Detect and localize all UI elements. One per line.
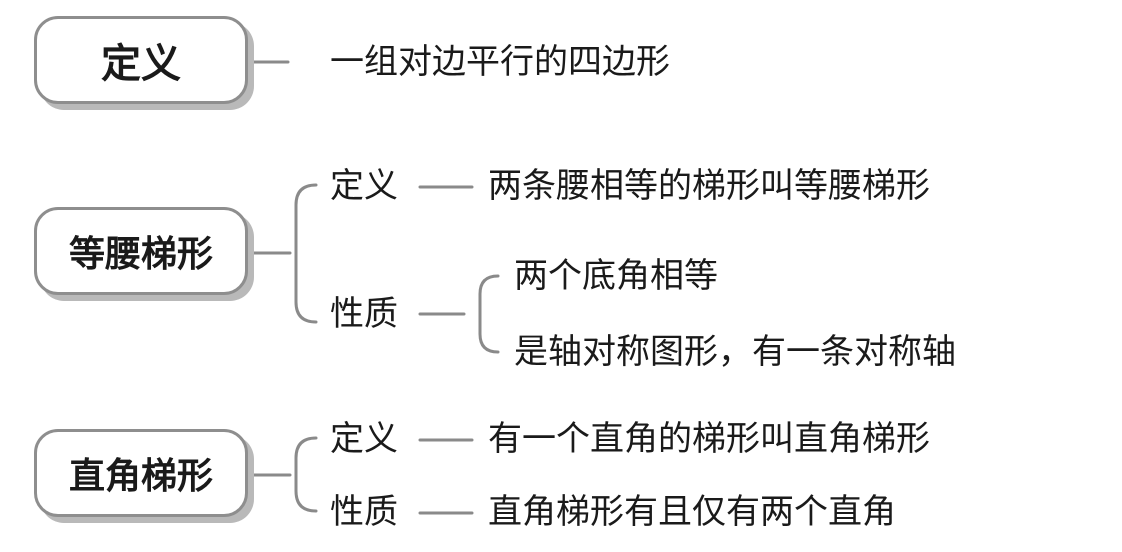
parallelogram-definition-box: 定义 xyxy=(34,16,248,104)
right-definition-text: 有一个直角的梯形叫直角梯形 xyxy=(488,419,930,459)
bracket-right xyxy=(294,436,318,513)
right-property-text: 直角梯形有且仅有两个直角 xyxy=(488,492,896,532)
bracket-isosceles-properties xyxy=(478,274,500,354)
isosceles-trapezoid-label: 等腰梯形 xyxy=(68,234,213,275)
right-property-label: 性质 xyxy=(330,492,398,532)
bracket-isosceles xyxy=(294,183,318,324)
right-trapezoid-box: 直角梯形 xyxy=(34,429,248,517)
isosceles-property-label: 性质 xyxy=(330,294,398,334)
isosceles-property-2: 是轴对称图形，有一条对称轴 xyxy=(514,332,956,372)
isosceles-trapezoid-box: 等腰梯形 xyxy=(34,207,248,295)
right-trapezoid-label: 直角梯形 xyxy=(68,456,213,497)
isosceles-definition-label: 定义 xyxy=(330,166,398,206)
isosceles-property-1: 两个底角相等 xyxy=(514,256,718,296)
parallelogram-definition-text: 一组对边平行的四边形 xyxy=(330,42,670,82)
parallelogram-label: 定义 xyxy=(101,41,181,87)
isosceles-definition-text: 两条腰相等的梯形叫等腰梯形 xyxy=(488,166,930,206)
right-definition-label: 定义 xyxy=(330,419,398,459)
